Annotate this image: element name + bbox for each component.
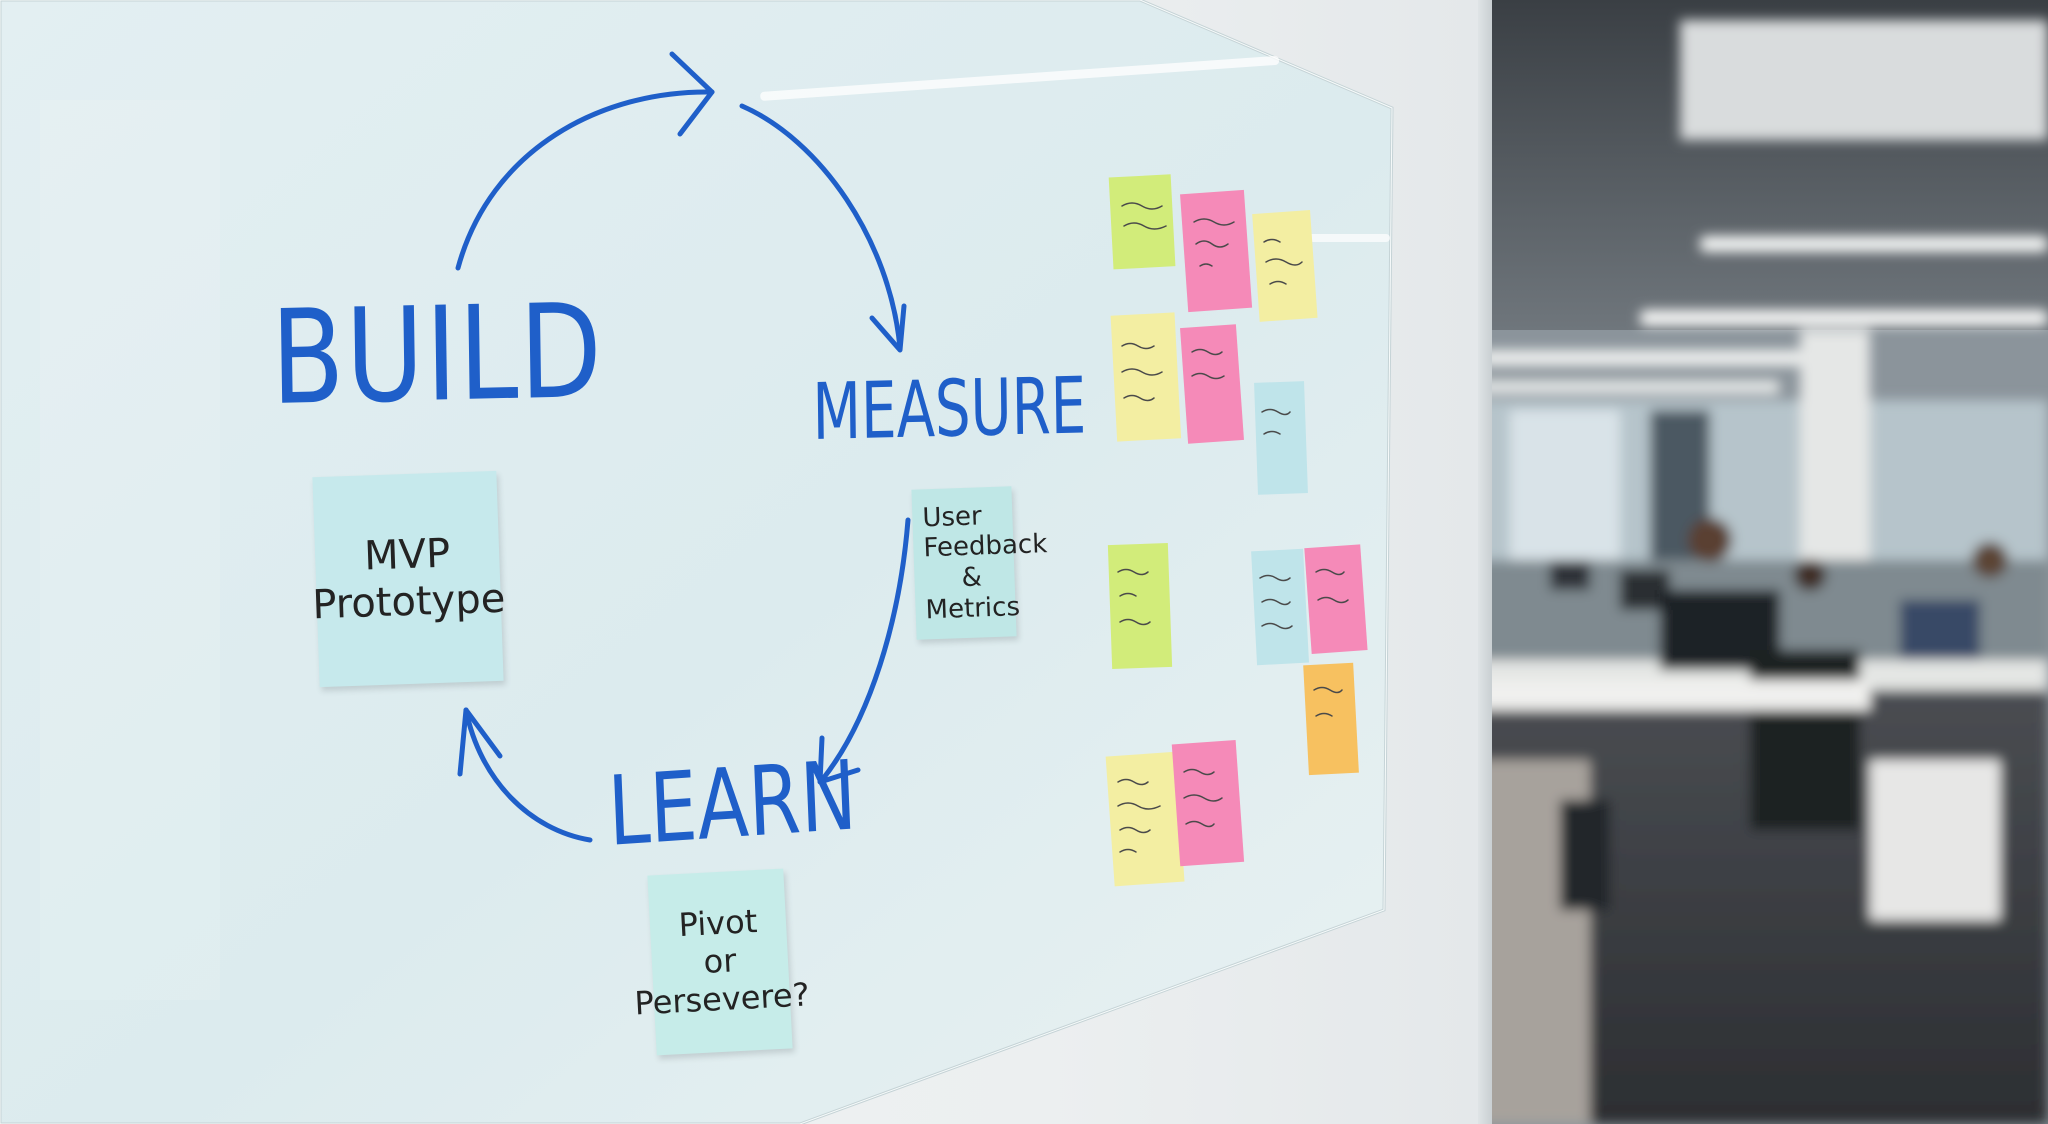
small-sticky-note: [1108, 174, 1176, 270]
office-background: [1470, 0, 2048, 1124]
arrow-top-to-measure: [739, 103, 903, 351]
small-sticky-note: [1254, 381, 1308, 495]
arrowhead-right: [869, 303, 907, 353]
illegible-handwriting: [1117, 202, 1349, 853]
arrowhead-bottom: [817, 735, 861, 785]
arrowhead-left: [457, 707, 503, 777]
small-sticky-note: [1303, 662, 1359, 776]
wall-edge: [1478, 0, 1492, 1124]
whiteboard-surface: [0, 0, 1394, 1124]
small-sticky-note: [1180, 189, 1253, 313]
cycle-arrows: [455, 51, 911, 843]
arrowhead-top: [669, 51, 715, 137]
small-sticky-notes: [1105, 174, 1368, 887]
sticky-note-wall: [1105, 174, 1368, 887]
small-sticky-note: [1304, 544, 1368, 654]
glass-whiteboard: BUILD MEASURE LEARN MVP Prototype User F…: [0, 0, 1394, 1124]
arrow-learn-to-build: [463, 707, 593, 843]
small-sticky-note: [1107, 542, 1173, 670]
small-sticky-note: [1252, 210, 1318, 322]
small-sticky-note: [1251, 548, 1309, 666]
arrow-measure-to-learn: [819, 517, 911, 783]
small-sticky-note: [1180, 324, 1244, 444]
arrow-build-to-measure: [455, 89, 715, 271]
small-sticky-note: [1110, 312, 1182, 442]
small-sticky-note: [1171, 740, 1245, 867]
small-sticky-note: [1105, 751, 1185, 887]
